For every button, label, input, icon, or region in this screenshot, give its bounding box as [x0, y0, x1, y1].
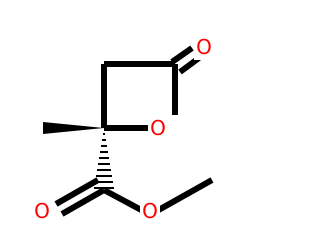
- atom-o-ring-carbonyl: O: [194, 35, 214, 60]
- bond-ester-c-o: [102, 187, 147, 215]
- svg-text:O: O: [34, 199, 50, 223]
- hashed-wedge-bond-ester: [94, 133, 114, 189]
- atom-o-ester: O: [140, 199, 160, 224]
- svg-text:O: O: [142, 199, 158, 223]
- bond-ring-carbonyl-1: [170, 45, 194, 65]
- wedge-bond-methyl: [43, 122, 104, 134]
- bond-ester-carbonyl-1: [60, 187, 106, 217]
- molecule-structure-diagram: O O O O: [32, 35, 214, 224]
- svg-text:O: O: [196, 35, 212, 59]
- bond-ester-carbonyl-2: [54, 177, 100, 207]
- bond-o-methyl: [153, 177, 214, 215]
- svg-text:O: O: [150, 116, 166, 140]
- atom-o-ring: O: [148, 116, 168, 141]
- atom-o-ester-carbonyl: O: [32, 199, 52, 224]
- bond-ring-carbonyl-2: [178, 55, 201, 75]
